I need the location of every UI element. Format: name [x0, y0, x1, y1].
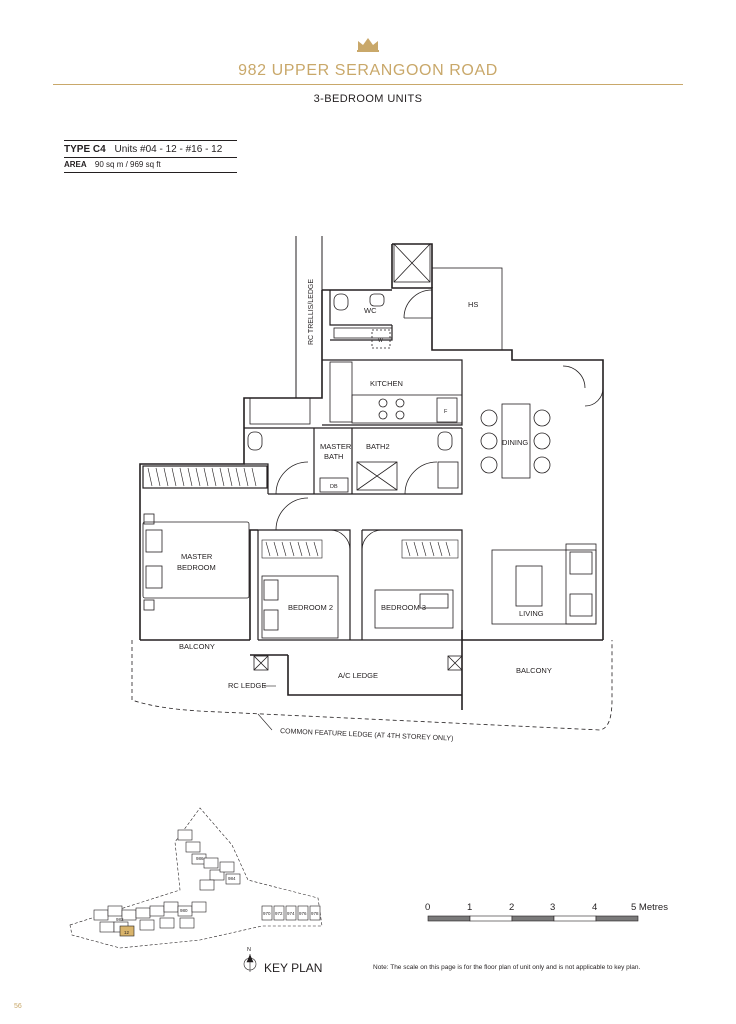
title-divider [53, 84, 683, 85]
label-db: DB [330, 484, 338, 490]
furniture [142, 243, 597, 671]
north-arrow-icon: N [243, 947, 257, 972]
scale-tick-2: 2 [509, 902, 515, 913]
page-number: 56 [14, 1003, 22, 1010]
unit-category: 3-BEDROOM UNITS [313, 93, 423, 105]
label-master-bath-1: MASTER [320, 442, 352, 451]
unit-area-row: AREA 90 sq m / 969 sq ft [64, 158, 237, 173]
scale-tick-5: 5 Metres [631, 902, 668, 913]
ledge-leader [257, 713, 273, 731]
block-984: 984 [228, 876, 236, 881]
label-f: F [444, 409, 448, 415]
label-balcony-right: BALCONY [516, 666, 552, 675]
label-rc-ledge: RC LEDGE [228, 681, 266, 690]
block-980: 980 [180, 908, 188, 913]
block-972: 972 [275, 911, 283, 916]
label-trellis: RC TRELLIS/LEDGE [308, 279, 315, 345]
unit-type: TYPE C4 [64, 144, 106, 155]
key-plan-label: KEY PLAN [264, 961, 323, 975]
key-plan-blocks [93, 829, 321, 933]
crown-icon [357, 38, 379, 52]
door-swings [275, 289, 604, 551]
label-living: LIVING [519, 609, 544, 618]
common-feature-ledge [131, 640, 613, 731]
block-974: 974 [287, 911, 295, 916]
room-labels: WC W HS KITCHEN F DINING MASTER BATH BAT… [177, 300, 552, 743]
label-master-bedroom-1: MASTER [181, 552, 213, 561]
key-plan: 970 972 974 976 978 980 982 984 986 12 N [69, 807, 323, 972]
block-976: 976 [299, 911, 307, 916]
highlight-unit-label: 12 [124, 930, 130, 935]
label-common-ledge: COMMON FEATURE LEDGE (AT 4TH STOREY ONLY… [280, 728, 454, 743]
scale-note: Note: The scale on this page is for the … [373, 964, 641, 971]
label-balcony-left: BALCONY [179, 642, 215, 651]
block-978: 978 [311, 911, 319, 916]
label-master-bath-2: BATH [324, 452, 343, 461]
label-master-bedroom-2: BEDROOM [177, 563, 216, 572]
scale-tick-4: 4 [592, 902, 598, 913]
label-bath2: BATH2 [366, 442, 390, 451]
label-wc: WC [364, 306, 377, 315]
label-bedroom2: BEDROOM 2 [288, 603, 333, 612]
project-title: 982 UPPER SERANGOON ROAD [238, 62, 498, 79]
label-kitchen: KITCHEN [370, 379, 403, 388]
unit-spec-table: TYPE C4 Units #04 - 12 - #16 - 12 AREA 9… [64, 140, 237, 173]
label-w: W [378, 338, 383, 344]
north-label: N [247, 947, 251, 953]
wardrobe-hatching [147, 467, 459, 559]
block-970: 970 [263, 911, 271, 916]
site-boundary [69, 807, 323, 949]
scale-tick-1: 1 [467, 902, 473, 913]
label-dining: DINING [502, 438, 528, 447]
scale-bar [427, 915, 639, 922]
block-982: 982 [116, 917, 124, 922]
label-bedroom3: BEDROOM 3 [381, 603, 426, 612]
scale-tick-0: 0 [425, 902, 431, 913]
highlighted-unit [119, 925, 135, 937]
scale-tick-3: 3 [550, 902, 556, 913]
interior-walls [142, 290, 463, 641]
label-ac-ledge: A/C LEDGE [338, 671, 378, 680]
unit-numbers: Units #04 - 12 - #16 - 12 [114, 144, 223, 155]
area-value: 90 sq m / 969 sq ft [94, 160, 161, 169]
area-label: AREA [64, 160, 87, 169]
unit-type-row: TYPE C4 Units #04 - 12 - #16 - 12 [64, 140, 237, 158]
label-hs: HS [468, 300, 478, 309]
block-986: 986 [196, 856, 204, 861]
